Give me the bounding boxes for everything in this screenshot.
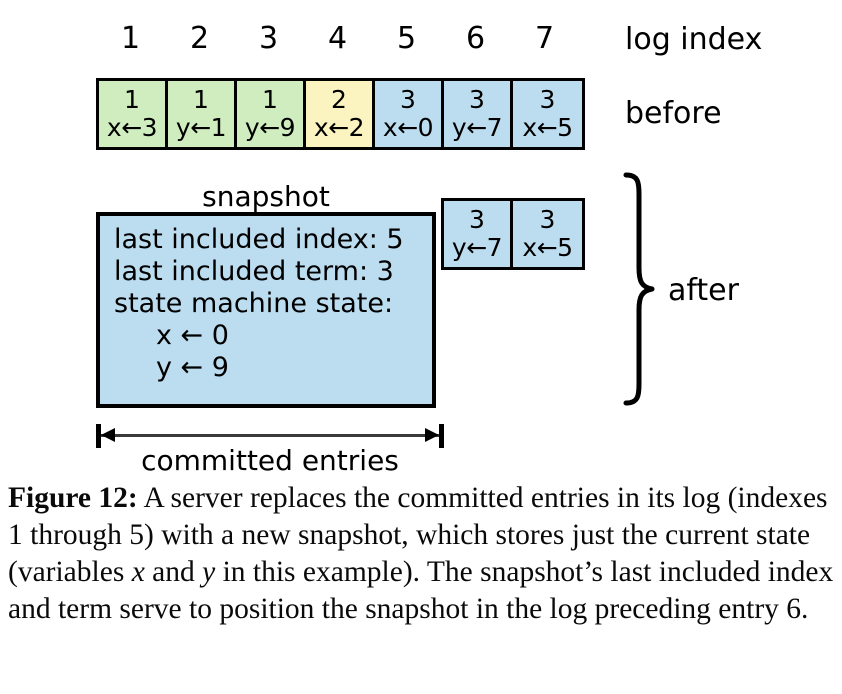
log-entry-5-term: 3 xyxy=(400,84,416,114)
committed-entries-measure xyxy=(96,424,444,448)
after-log-entry-6-command: y←7 xyxy=(451,233,503,262)
log-entry-6-command: y←7 xyxy=(451,113,503,142)
caption-var-y: y xyxy=(202,556,216,588)
snapshot-state-var-y: y ← 9 xyxy=(156,352,229,383)
log-entry-1-term: 1 xyxy=(124,84,140,114)
log-index-2: 2 xyxy=(189,21,210,56)
after-log-entry-6-term: 3 xyxy=(469,204,485,234)
caption-text-part3: in this example). The snapshot’s last in… xyxy=(8,556,834,625)
caption-text-part1: A server replaces the committed entries … xyxy=(8,482,828,588)
after-brace xyxy=(622,172,662,406)
log-entry-5: 3 x←0 xyxy=(375,81,444,147)
after-log-row: 3 y←7 3 x←5 xyxy=(441,198,585,270)
log-entry-7-term: 3 xyxy=(539,84,556,114)
snapshot-state-var-x: x ← 0 xyxy=(156,320,229,351)
measure-cap-right xyxy=(439,424,444,448)
log-index-6: 6 xyxy=(465,21,486,56)
log-index-4: 4 xyxy=(327,21,348,56)
log-entry-1-command: x←3 xyxy=(106,113,158,142)
after-log-entry-6: 3 y←7 xyxy=(444,201,513,267)
after-log-entry-7: 3 x←5 xyxy=(513,201,582,267)
caption-var-x: x xyxy=(131,556,145,588)
figure-caption: Figure 12: A server replaces the committ… xyxy=(8,480,834,628)
caption-text-part2: and xyxy=(144,556,203,588)
log-index-3: 3 xyxy=(258,21,279,56)
log-index-7: 7 xyxy=(534,21,555,56)
log-entry-6: 3 y←7 xyxy=(444,81,513,147)
log-entry-2-command: y←1 xyxy=(175,113,227,142)
snapshot-last-included-index: last included index: 5 xyxy=(114,224,404,255)
before-label: before xyxy=(625,95,722,131)
log-index-5: 5 xyxy=(396,21,417,56)
committed-entries-label: committed entries xyxy=(141,444,399,477)
log-entry-3: 1 y←9 xyxy=(237,81,306,147)
measure-line xyxy=(100,434,440,437)
curly-brace-icon xyxy=(623,172,655,406)
log-entry-2: 1 y←1 xyxy=(168,81,237,147)
snapshot-label: snapshot xyxy=(202,180,330,213)
log-entry-1: 1 x←3 xyxy=(99,81,168,147)
log-entry-7-command: x←5 xyxy=(522,113,573,142)
log-entry-6-term: 3 xyxy=(469,84,485,114)
arrow-left-icon xyxy=(101,428,115,442)
log-entry-7: 3 x←5 xyxy=(513,81,582,147)
snapshot-box: last included index: 5 last included ter… xyxy=(96,212,436,408)
log-index-axis-label: log index xyxy=(625,21,763,57)
before-log-row: 1 x←3 1 y←1 1 y←9 2 x←2 3 x←0 3 y←7 3 x←… xyxy=(96,78,585,150)
log-entry-4-term: 2 xyxy=(331,84,347,114)
after-log-entry-7-term: 3 xyxy=(539,204,556,234)
after-label: after xyxy=(668,272,739,308)
arrow-right-icon xyxy=(425,428,439,442)
log-entry-5-command: x←0 xyxy=(382,113,434,142)
log-index-1: 1 xyxy=(120,21,141,56)
log-entry-3-command: y←9 xyxy=(244,113,296,142)
log-entry-4: 2 x←2 xyxy=(306,81,375,147)
measure-cap-left xyxy=(96,424,101,448)
caption-figure-number: Figure 12: xyxy=(8,482,138,514)
log-entry-4-command: x←2 xyxy=(313,113,365,142)
log-entry-2-term: 1 xyxy=(193,84,209,114)
snapshot-state-machine-state-label: state machine state: xyxy=(114,288,394,319)
after-log-entry-7-command: x←5 xyxy=(522,233,573,262)
log-entry-3-term: 1 xyxy=(262,84,278,114)
snapshot-last-included-term: last included term: 3 xyxy=(114,256,394,287)
